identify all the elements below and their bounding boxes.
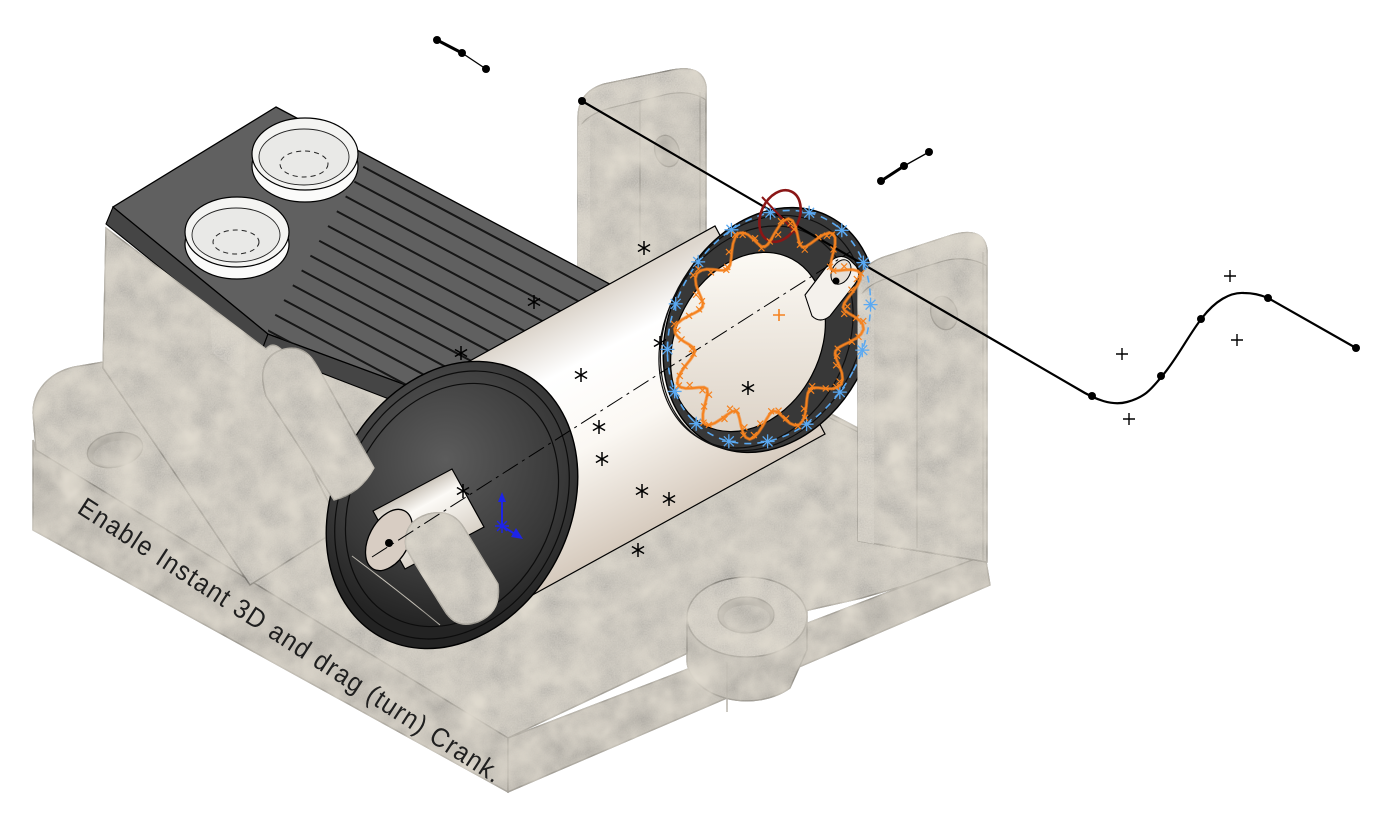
sketch-asterisk-point[interactable] bbox=[454, 346, 468, 360]
tangent-segment[interactable] bbox=[436, 38, 463, 55]
segment-point[interactable] bbox=[482, 65, 490, 73]
sketch-asterisk-point[interactable] bbox=[637, 241, 651, 255]
right-pillar-top-face bbox=[857, 232, 988, 303]
sketch-asterisk-point[interactable] bbox=[631, 543, 645, 557]
segment-point[interactable] bbox=[900, 162, 908, 170]
segment-point[interactable] bbox=[925, 148, 933, 156]
sketch-asterisk-point[interactable] bbox=[595, 452, 609, 466]
gear-profile-points[interactable] bbox=[670, 217, 867, 439]
centerline-axis[interactable] bbox=[371, 251, 851, 558]
spline-point[interactable] bbox=[578, 97, 586, 105]
sketch-overlay[interactable] bbox=[371, 36, 1360, 558]
construction-point[interactable] bbox=[691, 254, 706, 269]
sketch-asterisk-point[interactable] bbox=[574, 368, 588, 382]
yoke-left-cheek[interactable] bbox=[262, 347, 375, 501]
construction-point[interactable] bbox=[668, 296, 683, 311]
left-support[interactable] bbox=[102, 226, 346, 586]
crank-pin-point[interactable] bbox=[832, 277, 840, 285]
construction-point[interactable] bbox=[855, 343, 870, 358]
segment-point[interactable] bbox=[458, 49, 466, 57]
crank-yoke[interactable] bbox=[262, 347, 500, 626]
construction-point[interactable] bbox=[802, 205, 817, 220]
crank-center-point[interactable] bbox=[385, 539, 393, 547]
sketch-asterisk-point[interactable] bbox=[456, 484, 470, 498]
cam-sketch-line[interactable] bbox=[761, 196, 799, 236]
construction-point[interactable] bbox=[799, 417, 814, 432]
sketch-asterisk-point[interactable] bbox=[662, 492, 676, 506]
sketch-asterisk-point[interactable] bbox=[527, 295, 541, 309]
base-lug-hole-inner bbox=[724, 605, 770, 631]
left-support-notch-face bbox=[210, 312, 245, 378]
construction-point[interactable] bbox=[667, 384, 682, 399]
construction-point[interactable] bbox=[724, 222, 739, 237]
construction-point[interactable] bbox=[763, 205, 778, 220]
sketch-asterisk-point[interactable] bbox=[635, 484, 649, 498]
construction-point[interactable] bbox=[856, 255, 871, 270]
construction-circle[interactable] bbox=[628, 175, 910, 480]
construction-point[interactable] bbox=[834, 223, 849, 238]
base-bolt-hole-left-inner bbox=[93, 440, 139, 466]
right-pillar-highlight bbox=[858, 289, 874, 544]
sketch-plus-point[interactable] bbox=[1116, 348, 1128, 360]
construction-point[interactable] bbox=[721, 434, 736, 449]
spline-point[interactable] bbox=[1264, 294, 1272, 302]
trajectory-spline[interactable] bbox=[581, 100, 1357, 405]
tangent-segment[interactable] bbox=[903, 151, 930, 167]
origin-triad-arrowhead bbox=[511, 528, 523, 539]
sketch-plus-point[interactable] bbox=[1123, 413, 1135, 425]
construction-point[interactable] bbox=[660, 342, 675, 357]
construction-point[interactable] bbox=[863, 297, 878, 312]
gear-center-point[interactable] bbox=[773, 309, 785, 321]
sketch-asterisk-point[interactable] bbox=[741, 381, 755, 395]
tangent-segment[interactable] bbox=[880, 164, 905, 183]
tangent-segment[interactable] bbox=[461, 52, 487, 70]
motor-cap-rear[interactable] bbox=[251, 117, 359, 203]
rear-pillar-top-face bbox=[577, 68, 707, 133]
right-pillar[interactable] bbox=[857, 231, 988, 563]
sketch-plus-point[interactable] bbox=[1224, 270, 1236, 282]
origin-triad-arrowhead bbox=[498, 492, 506, 502]
yoke-foot-fillet bbox=[351, 555, 441, 626]
segment-point[interactable] bbox=[433, 36, 441, 44]
origin-point[interactable] bbox=[495, 519, 509, 533]
sketch-asterisk-point[interactable] bbox=[592, 420, 606, 434]
right-pillar-hole[interactable] bbox=[926, 293, 961, 333]
segment-point[interactable] bbox=[877, 177, 885, 185]
construction-point[interactable] bbox=[760, 434, 775, 449]
spline-point[interactable] bbox=[1197, 315, 1205, 323]
motor-cap-front[interactable] bbox=[184, 196, 290, 280]
winch-drum[interactable] bbox=[277, 170, 918, 693]
sketch-plus-point[interactable] bbox=[1231, 334, 1243, 346]
construction-point[interactable] bbox=[832, 385, 847, 400]
yoke-right-cheek[interactable] bbox=[404, 511, 500, 625]
spline-point[interactable] bbox=[1157, 372, 1165, 380]
spline-point[interactable] bbox=[1352, 344, 1360, 352]
spline-point[interactable] bbox=[1088, 392, 1096, 400]
construction-point[interactable] bbox=[689, 416, 704, 431]
